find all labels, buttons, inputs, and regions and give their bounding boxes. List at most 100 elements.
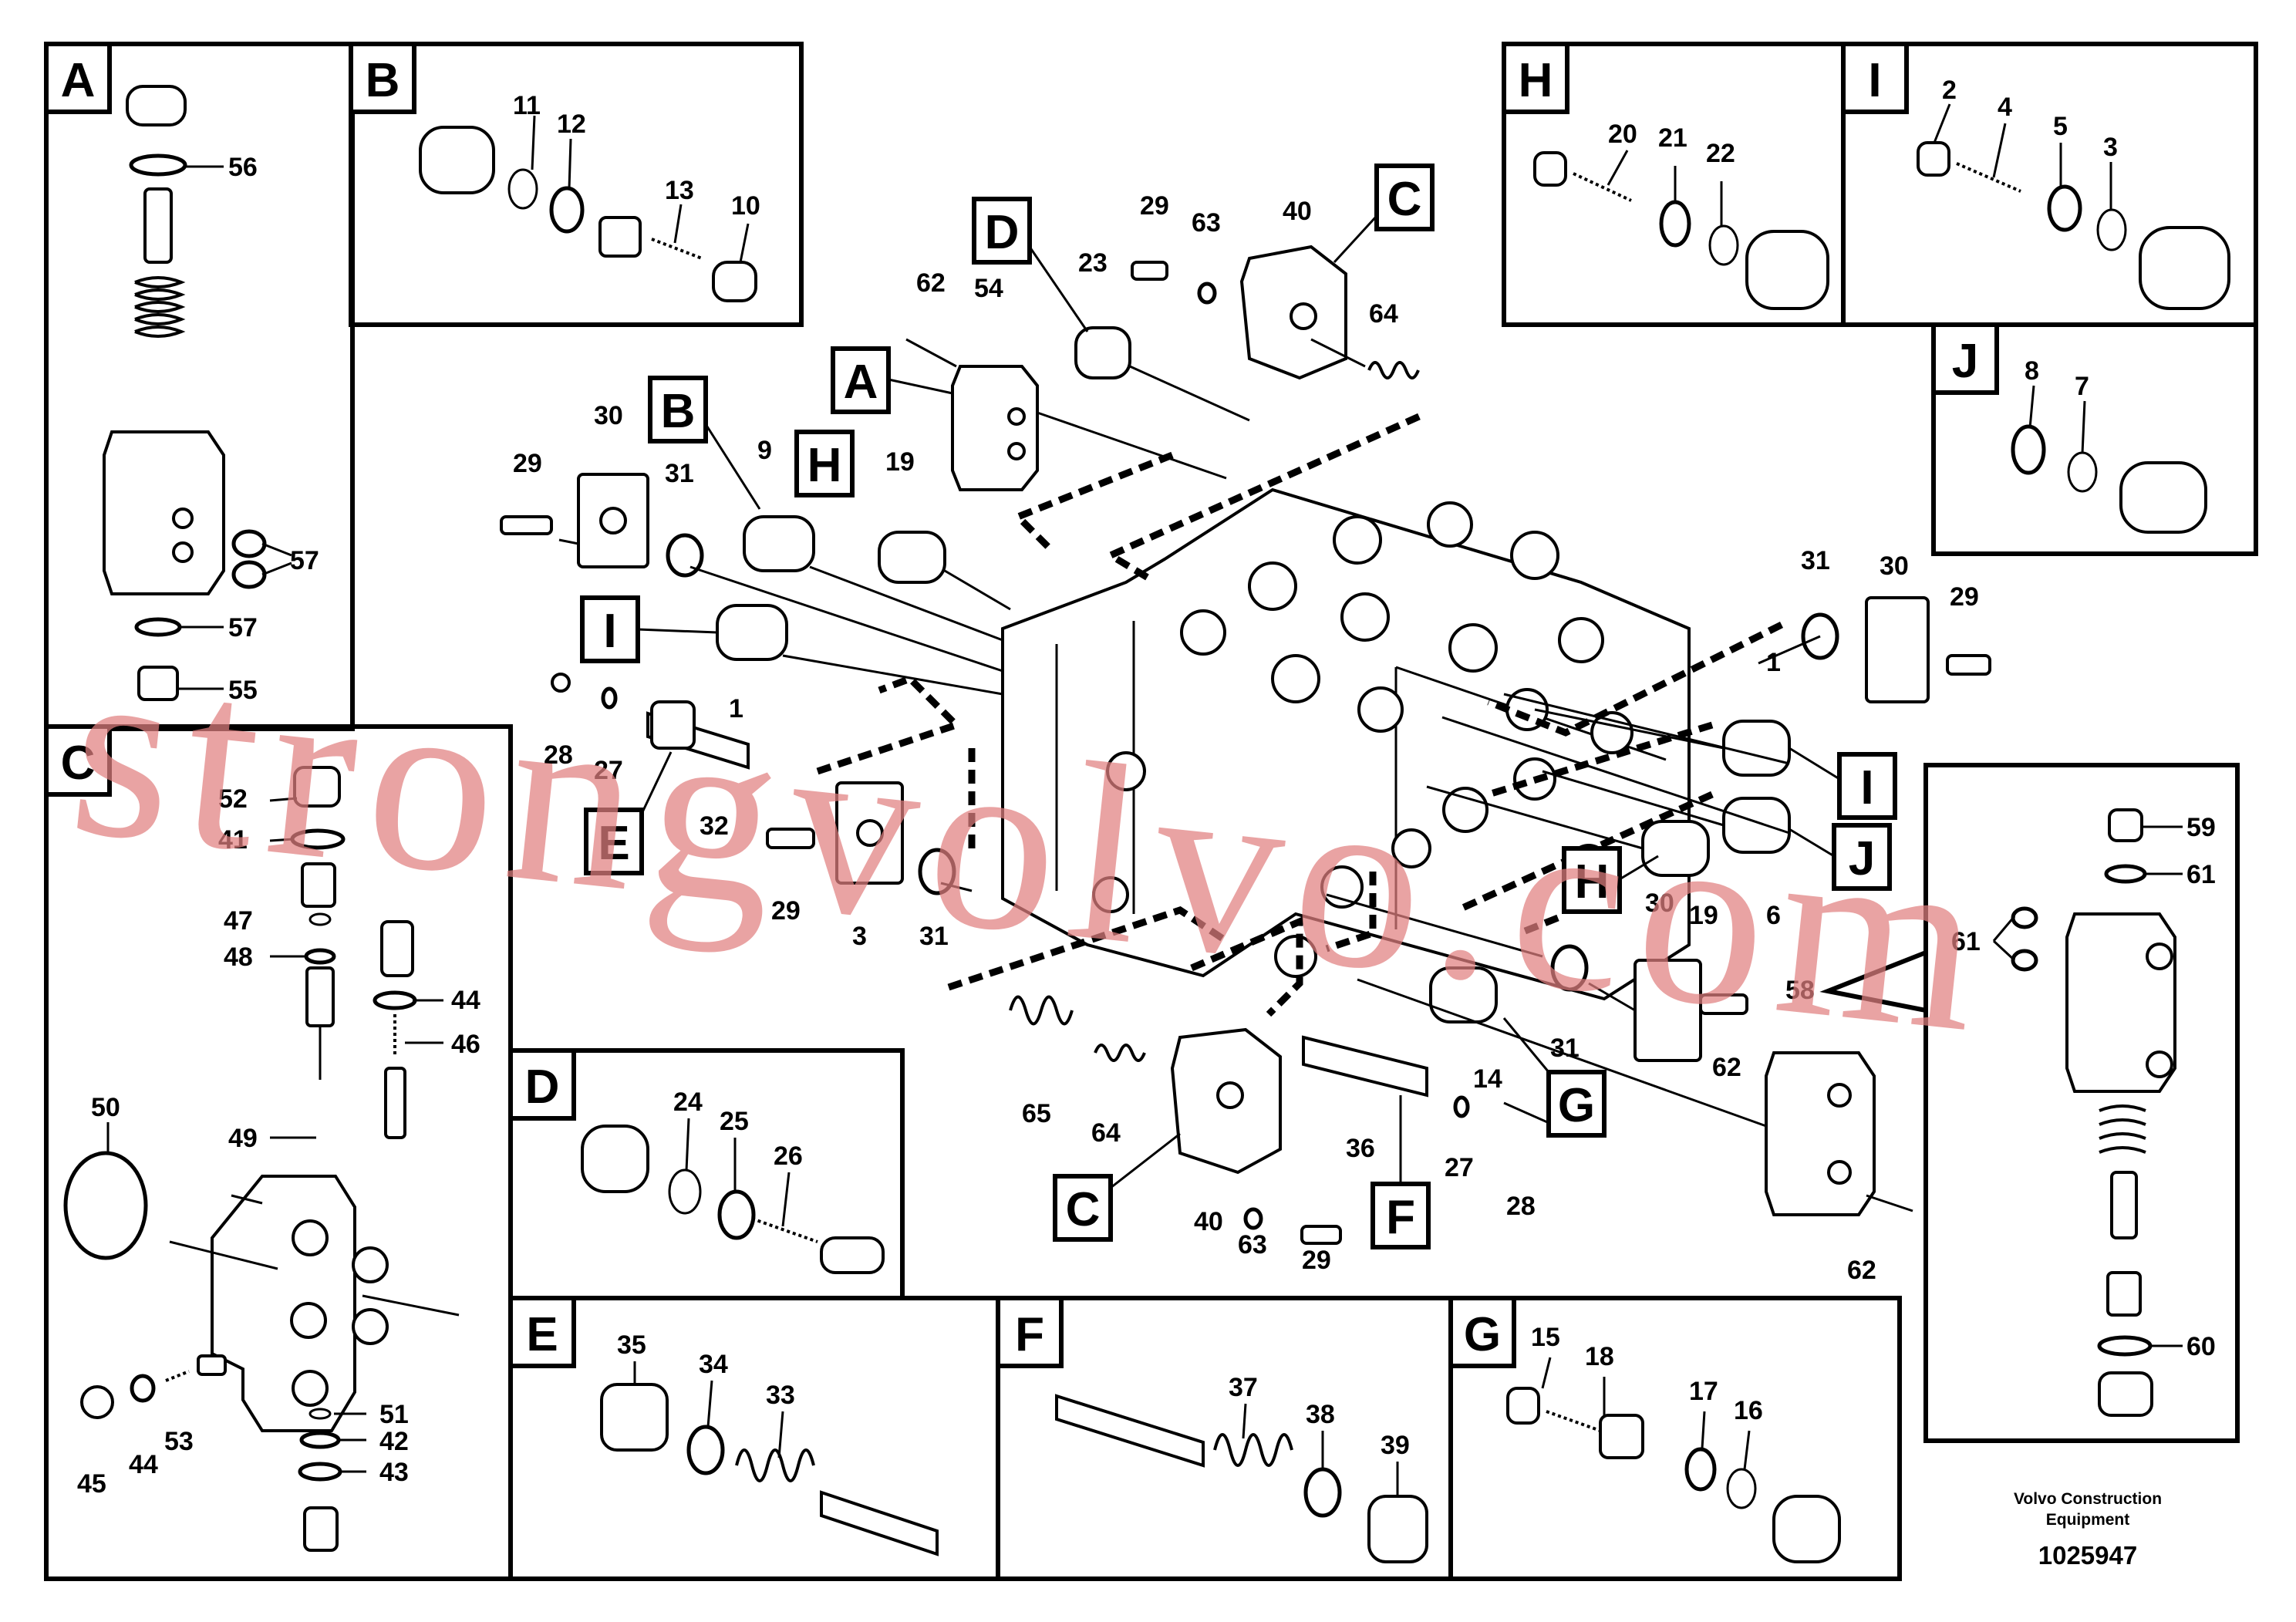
label-58: 58 bbox=[1785, 976, 1815, 1005]
panel-b-labels: 11 12 13 10 bbox=[513, 91, 760, 221]
label-62-bottom: 62 bbox=[1847, 1256, 1876, 1285]
panel-g-frame bbox=[1448, 1296, 1902, 1581]
label-62-mid: 62 bbox=[1712, 1053, 1741, 1082]
label-33: 33 bbox=[766, 1381, 795, 1410]
label-38: 38 bbox=[1306, 1400, 1335, 1429]
section-letter-b: B bbox=[366, 54, 400, 107]
label-29-top: 29 bbox=[1140, 191, 1169, 221]
main-valve-body bbox=[1001, 487, 1691, 1001]
label-56: 56 bbox=[228, 153, 258, 182]
panel-c-labels: 52 41 47 48 44 46 50 49 51 42 43 45 44 5… bbox=[77, 784, 480, 1499]
panel-d-labels: 24 25 26 bbox=[673, 1088, 803, 1171]
label-65: 65 bbox=[1022, 1099, 1051, 1128]
label-15: 15 bbox=[1531, 1323, 1560, 1352]
panel-frames bbox=[44, 42, 2258, 1581]
panel-d-drawing bbox=[581, 1118, 885, 1274]
label-57b: 57 bbox=[228, 613, 258, 642]
label-19-right: 19 bbox=[1689, 901, 1718, 930]
label-14: 14 bbox=[1473, 1064, 1502, 1094]
panel-right-drawing bbox=[1992, 808, 2183, 1417]
panel-f-drawing bbox=[1055, 1394, 1428, 1563]
callout-e: E bbox=[598, 817, 629, 870]
company-line-1: Volvo Construction bbox=[2014, 1490, 2162, 1508]
label-26: 26 bbox=[774, 1141, 803, 1171]
label-30-right: 30 bbox=[1880, 551, 1909, 581]
label-41: 41 bbox=[218, 825, 248, 855]
label-37: 37 bbox=[1229, 1373, 1258, 1402]
label-64-top: 64 bbox=[1369, 299, 1398, 329]
panel-b-frame bbox=[349, 42, 804, 327]
section-letter-h: H bbox=[1519, 54, 1553, 107]
label-12: 12 bbox=[557, 110, 586, 139]
callout-b: B bbox=[661, 385, 696, 438]
label-13: 13 bbox=[665, 176, 694, 205]
label-34: 34 bbox=[699, 1350, 728, 1379]
main-leader-lines bbox=[558, 338, 1821, 1135]
panel-e-drawing bbox=[600, 1361, 939, 1556]
label-1-left: 1 bbox=[729, 694, 743, 723]
label-46: 46 bbox=[451, 1030, 480, 1059]
main-callouts: A B H I D C E H I J G C F bbox=[580, 164, 1897, 1249]
label-29-mid: 29 bbox=[771, 896, 801, 926]
label-61: 61 bbox=[2186, 860, 2216, 889]
label-50: 50 bbox=[91, 1093, 120, 1122]
label-18: 18 bbox=[1585, 1342, 1614, 1371]
label-55: 55 bbox=[228, 676, 258, 705]
label-31-lower: 31 bbox=[1550, 1034, 1580, 1063]
label-49: 49 bbox=[228, 1124, 258, 1153]
label-28-left: 28 bbox=[544, 740, 573, 770]
label-2: 2 bbox=[1942, 76, 1957, 105]
panel-h-labels: 20 21 22 bbox=[1608, 120, 1735, 168]
label-48: 48 bbox=[224, 943, 253, 972]
drawing-number: 1025947 bbox=[2038, 1541, 2137, 1570]
label-53: 53 bbox=[164, 1427, 194, 1456]
callout-h: H bbox=[807, 439, 842, 492]
panel-i-drawing bbox=[1917, 103, 2230, 310]
panel-right-labels: 59 61 61 60 bbox=[1951, 813, 2216, 1361]
label-3: 3 bbox=[852, 922, 867, 951]
label-44b: 44 bbox=[129, 1450, 158, 1479]
panel-letters: A B C D E F G H I J bbox=[44, 42, 1999, 1368]
label-59: 59 bbox=[2186, 813, 2216, 842]
callout-a: A bbox=[844, 356, 878, 409]
label-63-bottom: 63 bbox=[1238, 1230, 1267, 1259]
label-40-top: 40 bbox=[1283, 197, 1312, 226]
panel-i-labels: 2 4 5 3 bbox=[1942, 76, 2118, 162]
panel-c-drawing bbox=[63, 766, 460, 1552]
section-letter-c: C bbox=[61, 737, 96, 790]
panel-j-frame bbox=[1931, 322, 2258, 556]
label-7: 7 bbox=[2075, 372, 2089, 401]
label-17: 17 bbox=[1689, 1377, 1718, 1406]
label-29-bottom: 29 bbox=[1302, 1246, 1331, 1275]
panel-g-drawing bbox=[1506, 1357, 1841, 1563]
label-43: 43 bbox=[379, 1458, 409, 1487]
footer: Volvo Construction Equipment 1025947 bbox=[2014, 1490, 2162, 1570]
callout-j: J bbox=[1849, 832, 1875, 885]
label-6: 6 bbox=[1766, 901, 1781, 930]
label-35: 35 bbox=[617, 1330, 646, 1360]
label-31-left: 31 bbox=[665, 459, 694, 488]
label-9: 9 bbox=[757, 436, 772, 465]
label-10: 10 bbox=[731, 191, 760, 221]
section-letter-j: J bbox=[1952, 335, 1978, 388]
label-63-top: 63 bbox=[1192, 208, 1221, 238]
label-64-bottom: 64 bbox=[1091, 1118, 1121, 1148]
label-45: 45 bbox=[77, 1469, 106, 1499]
label-8: 8 bbox=[2025, 356, 2039, 386]
panel-right-callout bbox=[1819, 950, 1927, 1013]
label-25: 25 bbox=[720, 1107, 749, 1136]
callout-c-top: C bbox=[1387, 173, 1422, 226]
section-letter-d: D bbox=[525, 1061, 560, 1114]
label-57: 57 bbox=[290, 546, 319, 575]
panel-j-drawing bbox=[2011, 385, 2207, 534]
label-5: 5 bbox=[2053, 112, 2068, 141]
label-40-bottom: 40 bbox=[1194, 1207, 1223, 1236]
label-29-left: 29 bbox=[513, 449, 542, 478]
label-54: 54 bbox=[974, 274, 1003, 303]
callout-d: D bbox=[985, 206, 1020, 259]
label-27-right: 27 bbox=[1445, 1153, 1474, 1182]
label-29-right: 29 bbox=[1950, 582, 1979, 612]
label-30-left: 30 bbox=[594, 401, 623, 430]
label-44: 44 bbox=[451, 986, 480, 1015]
